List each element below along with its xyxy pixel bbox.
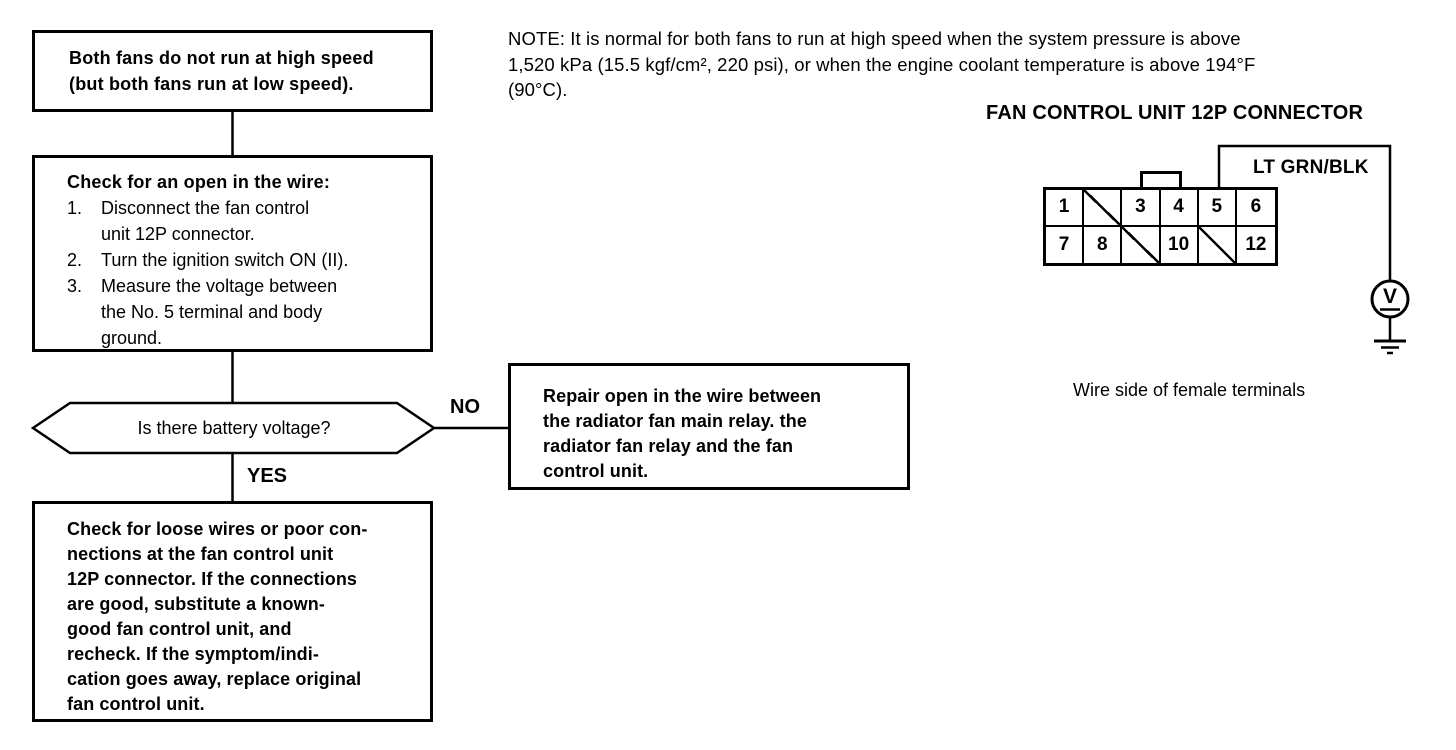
connector-key-tab: [1140, 171, 1182, 190]
connector-no-pin-slash: [1084, 190, 1123, 227]
connector-pin-5: 5: [1198, 190, 1237, 227]
connector-caption: Wire side of female terminals: [1073, 380, 1306, 400]
connector-pin-8: 8: [1084, 226, 1123, 263]
check-step-3: 3. Measure the voltage between the No. 5…: [67, 273, 418, 351]
connector-pin-7: 7: [1046, 226, 1085, 263]
yes-branch-label: YES: [247, 465, 288, 487]
connector-no-pin-slash: [1122, 226, 1161, 263]
check-wire-title: Check for an open in the wire:: [67, 172, 331, 192]
connector-no-pin-slash: [1198, 226, 1237, 263]
test-wire-path: [1217, 144, 1392, 281]
decision-question: Is there battery voltage?: [137, 417, 331, 438]
connector-pin-1: 1: [1046, 190, 1085, 227]
step-text: Measure the voltage between the No. 5 te…: [101, 276, 338, 348]
step-number: 1.: [67, 198, 83, 218]
voltmeter-label: V: [1382, 285, 1397, 308]
check-step-2: 2. Turn the ignition switch ON (II).: [67, 247, 418, 273]
repair-action-box: Repair open in the wire between the radi…: [508, 363, 910, 490]
symptom-box: Both fans do not run at high speed (but …: [32, 30, 433, 112]
connector-pin-6: 6: [1236, 190, 1275, 227]
connector-pinout: 1 3 4 5 6 7 8 10 12: [1043, 187, 1278, 266]
recheck-action-box: Check for loose wires or poor con- necti…: [32, 501, 433, 722]
connector-pin-12: 12: [1245, 233, 1267, 255]
note-text: NOTE: It is normal for both fans to run …: [508, 28, 1256, 100]
ground-icon: [1374, 339, 1406, 355]
no-branch-label: NO: [450, 396, 480, 418]
connector-pin-4: 4: [1160, 190, 1199, 227]
step-number: 2.: [67, 250, 83, 270]
check-wire-box: Check for an open in the wire: 1. Discon…: [32, 155, 433, 352]
wire-color-label: LT GRN/BLK: [1253, 157, 1369, 178]
connector-title: FAN CONTROL UNIT 12P CONNECTOR: [986, 102, 1364, 124]
step-text: Disconnect the fan control unit 12P conn…: [101, 198, 310, 244]
connector-pin-10: 10: [1161, 226, 1199, 263]
connector-pin-3: 3: [1122, 190, 1161, 227]
step-text: Turn the ignition switch ON (II).: [101, 250, 349, 270]
check-step-1: 1. Disconnect the fan control unit 12P c…: [67, 195, 418, 247]
step-number: 3.: [67, 276, 83, 296]
